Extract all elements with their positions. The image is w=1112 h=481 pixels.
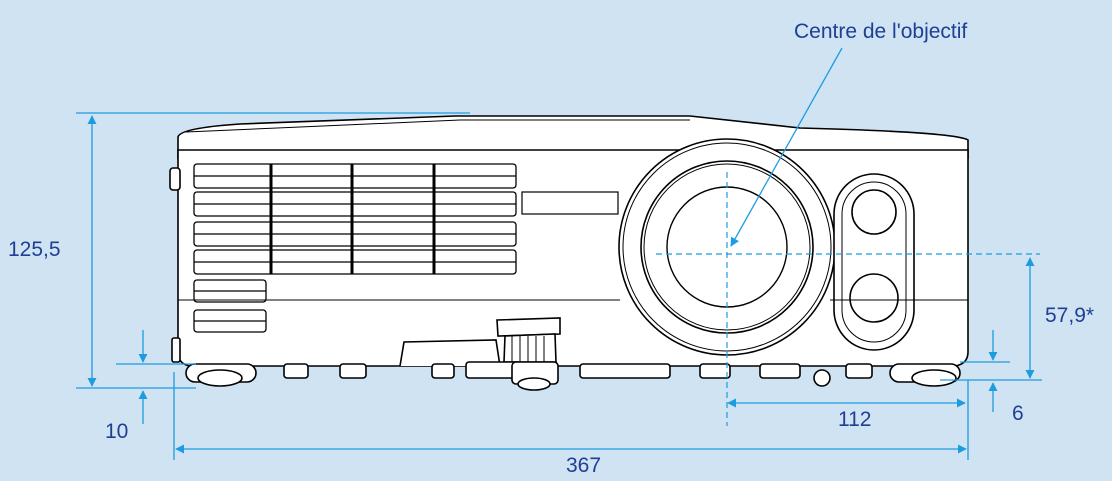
lens-offset-label: 112: [838, 408, 872, 431]
rear-foot-label: 6: [1012, 402, 1024, 425]
lens-height-label: 57,9*: [1045, 304, 1095, 327]
logo-plate: [521, 191, 619, 215]
width-label: 367: [566, 454, 602, 477]
side-port: [171, 337, 181, 363]
lens-center-label: Centre de l'objectif: [794, 20, 968, 43]
lens-center-leader: [730, 47, 843, 247]
underside-details: [185, 361, 961, 391]
height-label: 125,5: [8, 238, 61, 261]
vent-grille: [193, 163, 517, 333]
front-foot-label: 10: [105, 420, 129, 443]
lens-center-crosshair: [656, 172, 1040, 426]
dimension-lines: [76, 47, 1042, 460]
side-knob: [169, 167, 181, 191]
projector-front-view: [169, 115, 969, 391]
foot-adjust-lever: [399, 317, 561, 367]
zoom-focus-rings: [833, 173, 915, 351]
